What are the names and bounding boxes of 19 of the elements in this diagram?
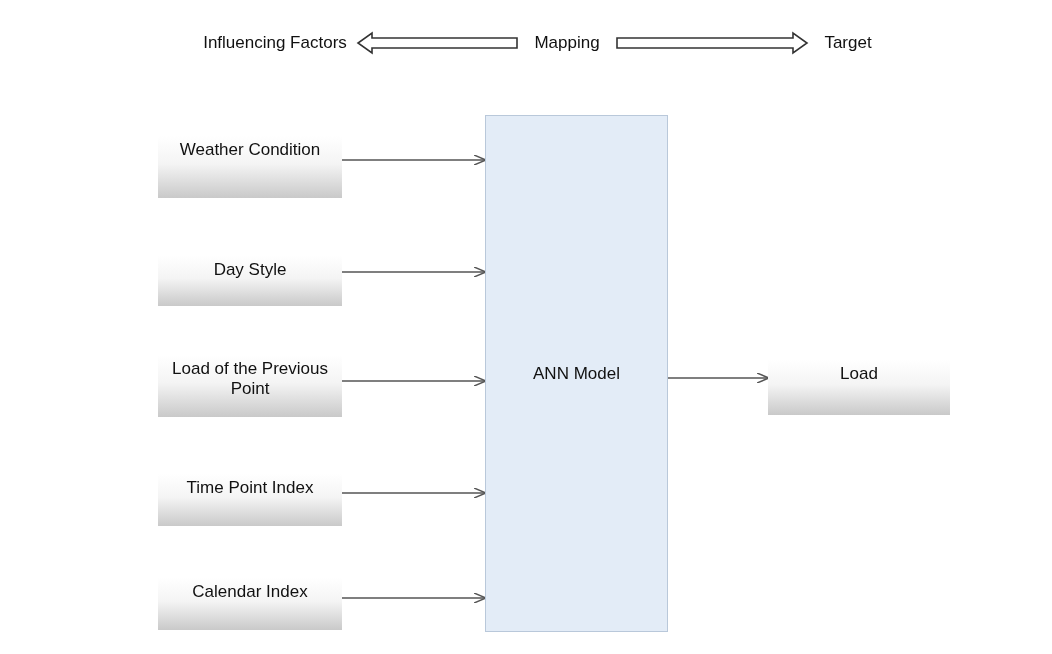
arrow <box>341 266 487 278</box>
block-arrow <box>356 31 518 55</box>
box-label: Load <box>840 364 878 384</box>
arrow <box>341 487 487 499</box>
block-arrow <box>616 31 809 55</box>
box-label: Day Style <box>213 260 287 280</box>
arrow <box>341 592 487 604</box>
node-label: Mapping <box>534 33 600 53</box>
box-label: Calendar Index <box>192 582 308 602</box>
arrow <box>341 154 487 166</box>
arrow <box>667 372 770 384</box>
model-box <box>485 115 668 632</box>
box-label: Load of the Previous Point <box>171 359 329 399</box>
arrow <box>341 375 487 387</box>
box-label: Time Point Index <box>186 478 314 498</box>
node-label: Target <box>824 33 872 53</box>
box-label: Weather Condition <box>179 140 321 160</box>
node-label: Influencing Factors <box>203 33 347 53</box>
node-label: ANN Model <box>533 363 620 384</box>
